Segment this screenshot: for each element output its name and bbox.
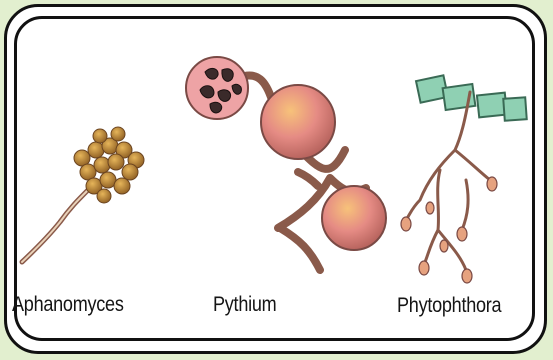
pythium-sporangium-bottom: [322, 186, 386, 250]
phytophthora-illustration: [401, 75, 527, 283]
phytophthora-sporangia: [401, 177, 497, 283]
aphanomyces-illustration: [22, 127, 144, 262]
phytophthora-host-cells: [416, 75, 527, 120]
label-aphanomyces: Aphanomyces: [12, 293, 124, 317]
pythium-sporangium-top: [261, 85, 335, 159]
label-phytophthora: Phytophthora: [397, 294, 501, 318]
pythium-illustration: [186, 57, 386, 270]
label-pythium: Pythium: [213, 293, 276, 317]
